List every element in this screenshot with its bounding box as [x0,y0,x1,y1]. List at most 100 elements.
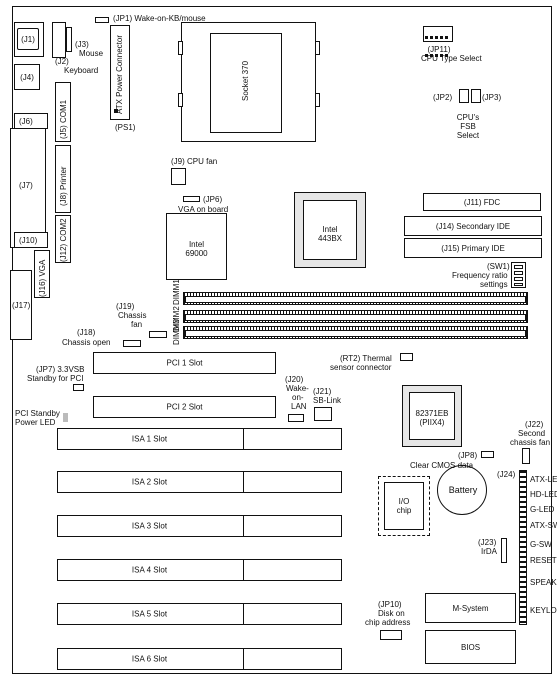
j24-label: (J24) [497,470,516,479]
vga-label: (J16) VGA [38,259,47,297]
dimm3-label: DIMM3 [172,319,181,345]
jp2-label: (JP2) [433,93,453,102]
jp8-label: (JP8) [458,451,478,460]
jp7-label: (JP7) 3.3VSB [36,365,85,374]
chip-address-label: chip address [365,618,411,627]
jp6-label: (JP6) [203,195,223,204]
com1-label: (J5) COM1 [59,99,68,139]
disk-on-label: Disk on [378,609,405,618]
com2-connector: (J12) COM2 [55,215,71,263]
sw1-dip-switch [511,262,526,288]
jp11-jumper [423,26,453,57]
jp8-jumper [481,451,494,458]
socket-inner [210,33,282,133]
fp-reset: RESET [530,556,557,565]
isa-slot-4-label: ISA 4 Slot [131,565,168,575]
standby-pci-label: Standby for PCI [27,374,84,383]
io-chip-die: I/O chip [384,482,424,530]
socket-lever-right2 [315,93,320,107]
mouse-label: Mouse [79,49,104,58]
intel-69000-text1: Intel [188,240,205,249]
j3-mouse-connector [52,22,66,58]
socket-lever-right1 [315,41,320,55]
j20-header [288,414,304,422]
front-panel-header [519,470,527,625]
primary-ide-connector: (J15) Primary IDE [404,238,542,258]
rt2-label: (RT2) Thermal [340,354,392,363]
sblink-label: SB-Link [313,396,342,405]
j6-connector: (J6) [14,113,48,129]
j18-header [123,340,141,347]
isa-slot-1: ISA 1 Slot [57,428,342,450]
fdc-label: (J11) FDC [463,198,501,207]
intel-443bx-text2: 443BX [317,234,343,243]
atx-pin1 [114,109,118,113]
intel-443bx-text1: Intel [322,225,338,234]
fp-g-led: G-LED [530,505,555,514]
j22-label: (J22) [525,420,544,429]
pci-slot-2: PCI 2 Slot [93,396,276,418]
isa-slot-6-label: ISA 6 Slot [131,654,168,664]
sensor-label: sensor connector [330,363,392,372]
isa-slot-5-label: ISA 5 Slot [131,609,168,619]
isa-slot-3-label: ISA 3 Slot [131,521,168,531]
j19-header [149,331,167,338]
j22-header [522,448,530,464]
isa-slot-5: ISA 5 Slot [57,603,342,625]
sw1-label: (SW1) [487,262,510,271]
atx-power-label: ATX Power Connector [115,35,124,114]
jp3-jumper [471,89,481,103]
isa-slot-4: ISA 4 Slot [57,559,342,581]
msystem-label: M-System [452,604,489,613]
dimm1-slot [183,292,528,305]
com2-label: (J12) COM2 [59,218,68,262]
dimm1-label: DIMM1 [172,279,181,305]
cpu-type-label: CPU Type Select [421,54,482,63]
chassis-label: Chassis [118,311,147,320]
j3-label: (J3) [75,40,89,49]
rt2-connector [400,353,413,361]
isa-slot-6: ISA 6 Slot [57,648,342,670]
cpus-label: CPU's [456,113,480,122]
freq-label-2: settings [480,280,508,289]
intel-443bx-chip: Intel 443BX [294,192,366,268]
jp1-jumper [95,17,109,23]
j23-header [501,538,507,563]
power-led-label: Power LED [15,418,56,427]
socket-lever-top [178,41,183,55]
pci-slot-2-label: PCI 2 Slot [166,402,203,412]
isa-slot-2-label: ISA 2 Slot [131,477,168,487]
j17-connector: (J17) [10,270,32,340]
vga-connector: (J16) VGA [34,250,50,298]
secondary-ide-connector: (J14) Secondary IDE [404,216,542,236]
fan-label: fan [131,320,143,329]
atx-power-connector: ATX Power Connector [110,25,130,120]
battery: Battery [437,465,487,515]
fp-hd-led: HD-LED [530,490,557,499]
io-text1: I/O [398,497,410,506]
fsb-label: FSB [460,122,476,131]
j1-label: (J1) [21,34,35,44]
battery-label: Battery [448,485,478,495]
j9-fan-header [171,168,186,185]
freq-label-1: Frequency ratio [452,271,508,280]
j20-label: (J20) [285,375,304,384]
j7-parallel-port: (J7) [10,128,46,248]
io-chip: I/O chip [378,476,430,536]
jp11-label: (JP11) [427,45,451,54]
j10-label: (J10) [19,236,38,245]
j21-header [314,407,332,421]
j6-label: (J6) [19,117,33,126]
secondary-ide-label: (J14) Secondary IDE [435,222,511,231]
j2-label: (J2) [55,57,69,66]
jp10-label: (JP10) [378,600,402,609]
fdc-connector: (J11) FDC [423,193,541,211]
j21-label: (J21) [313,387,332,396]
j1-connector: (J1) [17,28,39,50]
com1-connector: (J5) COM1 [55,82,71,142]
j3-pins [66,27,72,52]
piix4-text1: 82371EB [415,409,449,418]
intel-69000-text2: 69000 [185,249,208,258]
piix4-die: 82371EB (PIIX4) [409,392,455,440]
clear-cmos-label: Clear CMOS data [410,461,474,470]
